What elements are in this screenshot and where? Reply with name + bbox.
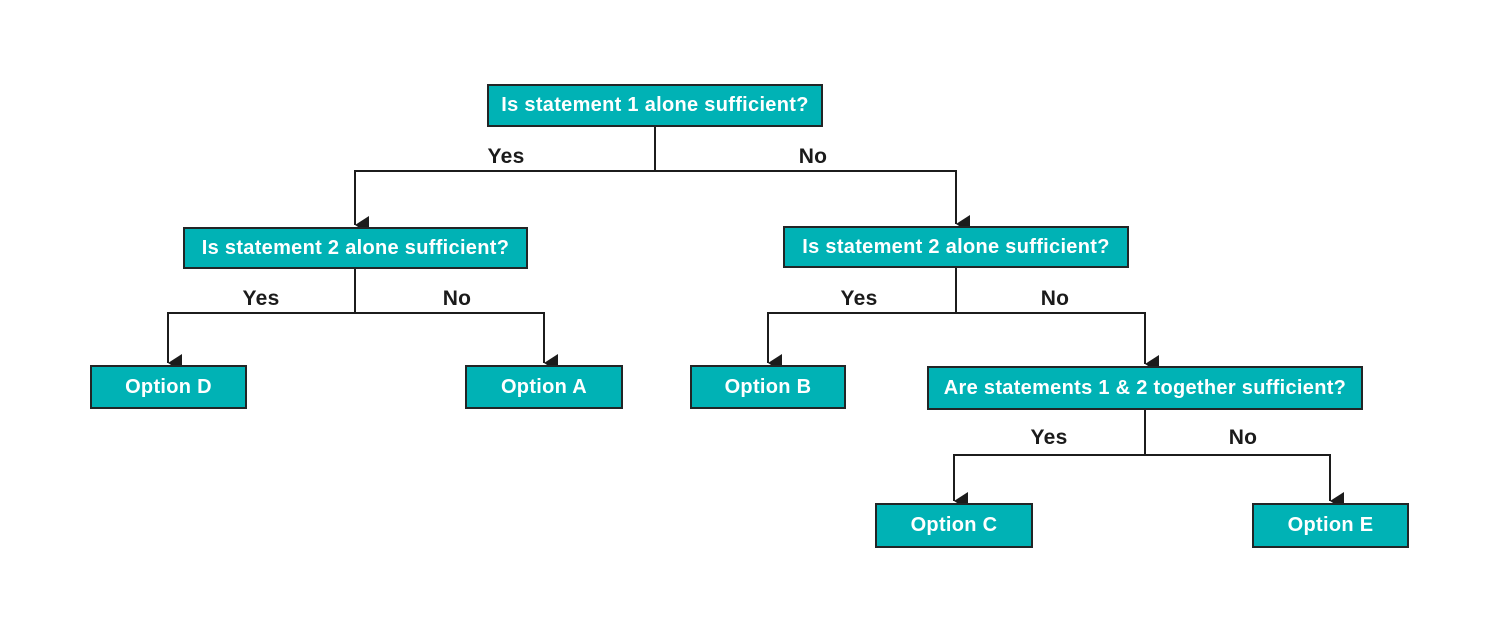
edge-label-q2-left-no: No — [442, 287, 472, 310]
node-option-e: Option E — [1252, 503, 1409, 548]
node-question-statement2-sufficient-left: Is statement 2 alone sufficient? — [183, 227, 528, 269]
edge-label-q3-yes: Yes — [1030, 426, 1068, 449]
node-label: Is statement 2 alone sufficient? — [201, 236, 510, 259]
node-label: Is statement 1 alone sufficient? — [501, 94, 809, 116]
edge-label-q3-no: No — [1228, 426, 1258, 449]
edge-label-q2-right-no: No — [1040, 287, 1070, 310]
node-option-b: Option B — [690, 365, 846, 409]
node-label: Are statements 1 & 2 together sufficient… — [943, 376, 1347, 399]
node-label: Option D — [125, 375, 212, 398]
node-question-statements-together-sufficient: Are statements 1 & 2 together sufficient… — [927, 366, 1363, 410]
node-option-c: Option C — [875, 503, 1033, 548]
node-label: Is statement 2 alone sufficient? — [802, 235, 1110, 258]
node-option-a: Option A — [465, 365, 623, 409]
node-label: Option C — [910, 514, 998, 536]
node-label: Option B — [724, 375, 812, 398]
edge-label-q1-no: No — [798, 145, 828, 168]
node-question-statement1-sufficient: Is statement 1 alone sufficient? — [487, 84, 823, 127]
node-question-statement2-sufficient-right: Is statement 2 alone sufficient? — [783, 226, 1129, 268]
node-option-d: Option D — [90, 365, 247, 409]
edge-label-q2-right-yes: Yes — [840, 287, 878, 310]
node-label: Option E — [1287, 514, 1374, 536]
edge-label-q2-left-yes: Yes — [242, 287, 280, 310]
node-label: Option A — [500, 375, 588, 398]
edge-label-q1-yes: Yes — [487, 145, 525, 168]
